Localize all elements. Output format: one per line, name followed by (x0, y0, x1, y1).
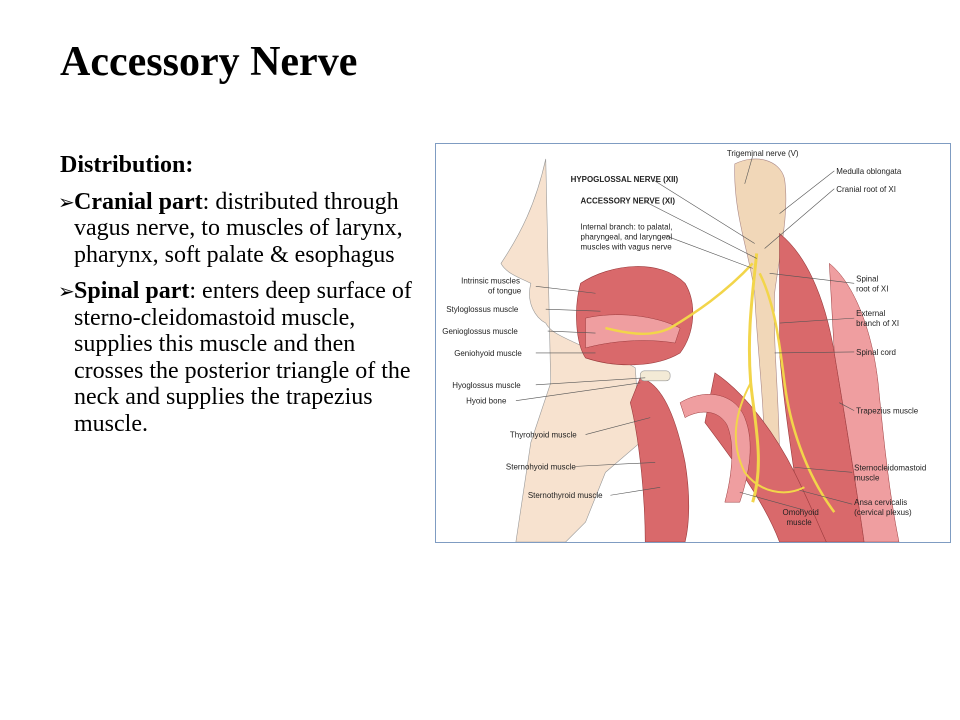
arrow-bullet-icon: ➢ (58, 189, 75, 214)
label-styloglossus: Styloglossus muscle (446, 305, 519, 314)
label-spinal-cord: Spinal cord (856, 348, 896, 357)
external-branch (758, 272, 836, 513)
label-external-branch-1: External (856, 309, 885, 318)
omohyoid-muscle (679, 394, 751, 503)
label-sternocleidomastoid-2: muscle (854, 473, 880, 482)
label-internal-branch-2: pharyngeal, and laryngeal (581, 233, 673, 242)
label-internal-branch-1: Internal branch: to palatal, (581, 223, 673, 232)
label-ansa-cervicalis-2: (cervical plexus) (854, 508, 912, 517)
slide-content: Distribution: ➢Cranial part: distributed… (58, 152, 425, 447)
label-omohyoid-2: muscle (787, 518, 813, 527)
label-sternocleidomastoid-1: Sternocleidomastoid (854, 463, 926, 472)
label-external-branch-2: branch of XI (856, 319, 899, 328)
hyoid-bone (639, 370, 671, 382)
accessory-nerve (747, 253, 760, 503)
genioglossus (585, 314, 681, 349)
label-spinal-root-2: root of XI (856, 284, 888, 293)
arrow-bullet-icon: ➢ (58, 279, 75, 303)
label-internal-branch-3: muscles with vagus nerve (581, 242, 673, 251)
label-thyrohyoid: Thyrohyoid muscle (510, 431, 577, 440)
label-trapezius: Trapezius muscle (856, 407, 919, 416)
label-hypoglossal-nerve: HYPOGLOSSAL NERVE (XII) (571, 175, 679, 184)
label-hyoglossus: Hyoglossus muscle (452, 381, 521, 390)
bullet-spinal-part: ➢Spinal part: enters deep surface of ste… (58, 278, 425, 437)
anatomy-illustration: HYPOGLOSSAL NERVE (XII) ACCESSORY NERVE … (435, 143, 951, 543)
bullet-text: : enters deep surface of sterno-cleidoma… (74, 278, 412, 437)
bullet-term: Spinal part (74, 278, 190, 304)
bullet-text: : distributed through vagus nerve, to mu… (74, 188, 403, 268)
label-genioglossus: Genioglossus muscle (442, 327, 518, 336)
hypoglossal-nerve (605, 262, 754, 336)
anatomy-diagram: HYPOGLOSSAL NERVE (XII) ACCESSORY NERVE … (442, 149, 926, 542)
label-medulla-oblongata: Medulla oblongata (836, 167, 902, 176)
label-accessory-nerve: ACCESSORY NERVE (XI) (581, 197, 676, 206)
trapezius-muscle (829, 262, 900, 542)
label-intrinsic-muscles-1: Intrinsic muscles (461, 276, 520, 285)
ansa-cervicalis (734, 382, 805, 494)
label-sternothyroid: Sternothyroid muscle (528, 491, 603, 500)
label-geniohyoid: Geniohyoid muscle (454, 349, 522, 358)
label-intrinsic-muscles-2: of tongue (488, 286, 522, 295)
bullet-term: Cranial part (74, 188, 203, 215)
label-omohyoid-1: Omohyoid (783, 508, 819, 517)
bullet-cranial-part: ➢Cranial part: distributed through vagus… (58, 188, 425, 269)
label-spinal-root-1: Spinal (856, 274, 878, 283)
label-trigeminal-nerve: Trigeminal nerve (V) (727, 149, 799, 158)
label-hyoid-bone: Hyoid bone (466, 397, 507, 406)
label-cranial-root: Cranial root of XI (836, 185, 896, 194)
label-ansa-cervicalis-1: Ansa cervicalis (854, 498, 907, 507)
label-sternohyoid: Sternohyoid muscle (506, 462, 576, 471)
slide-title: Accessory Nerve (60, 39, 358, 85)
distribution-heading: Distribution: (60, 152, 194, 178)
